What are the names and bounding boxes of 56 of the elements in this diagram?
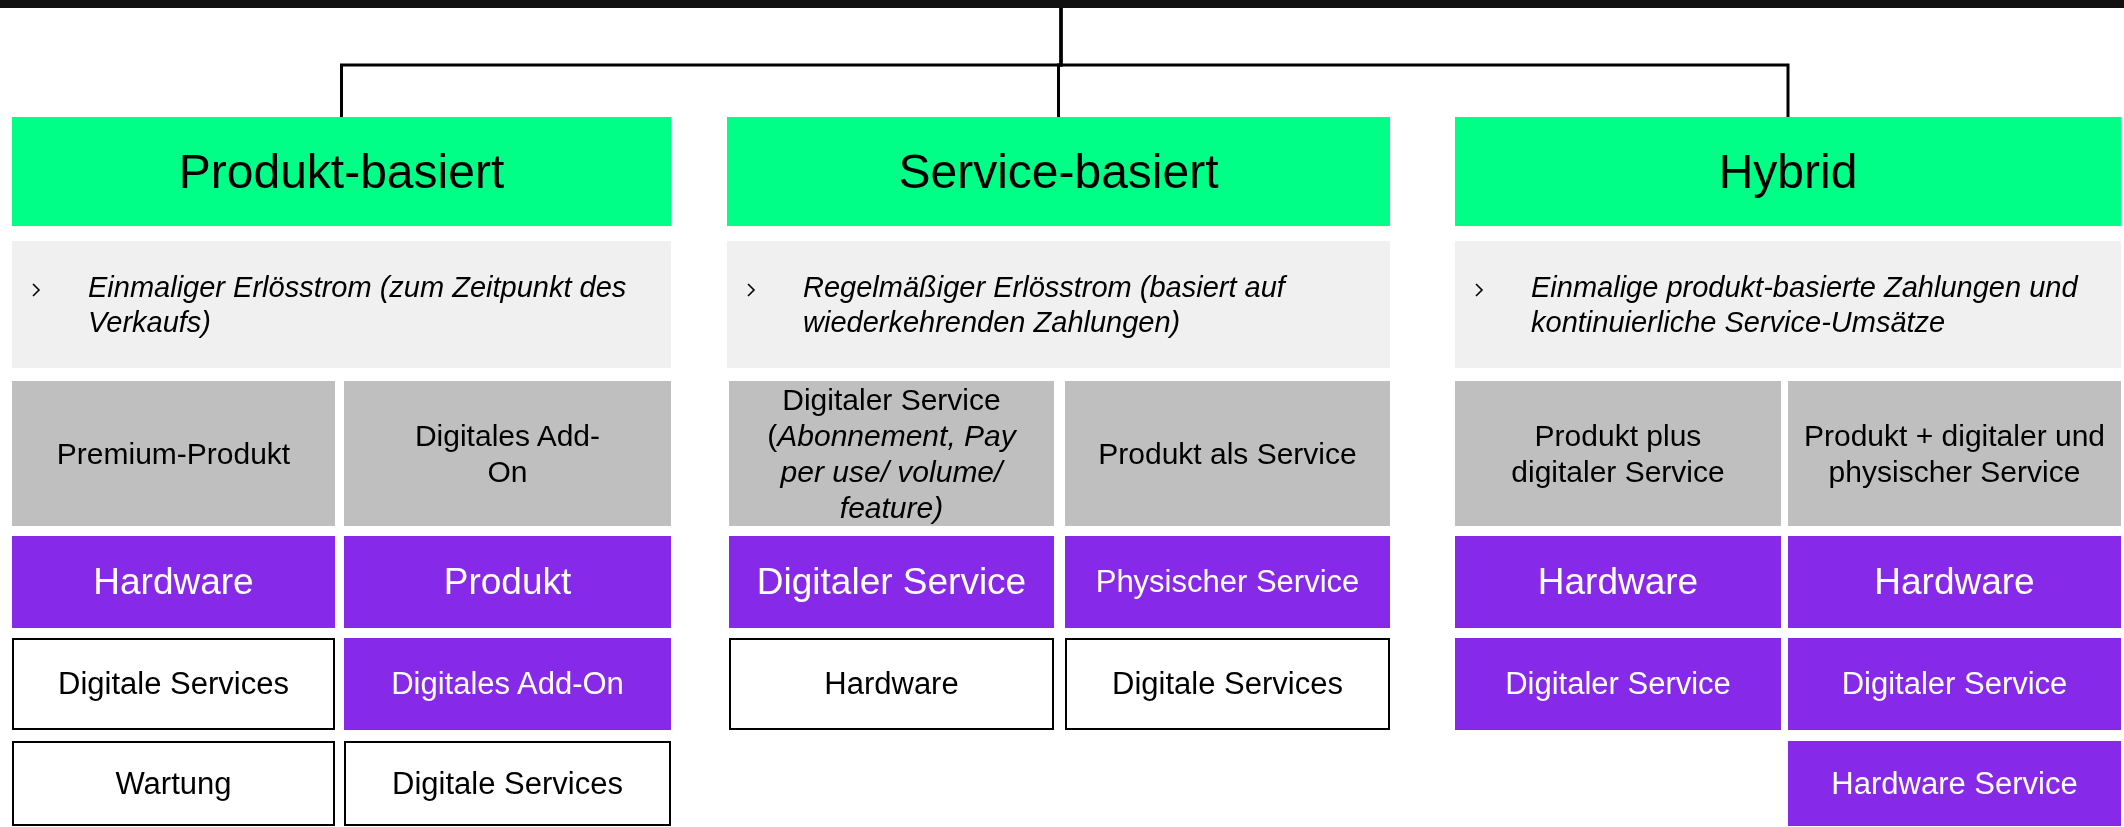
component-box	[729, 638, 1054, 730]
component-text: Hardware	[1874, 559, 2035, 604]
component-text: Hardware	[824, 665, 959, 703]
description-box	[727, 241, 1390, 368]
model-type-box	[1065, 381, 1390, 526]
component-box	[344, 536, 671, 628]
component-box	[1065, 638, 1390, 730]
component-text: Digitaler Service	[756, 559, 1027, 604]
component-box	[12, 536, 335, 628]
model-type-box	[1455, 381, 1781, 526]
category-header	[727, 117, 1390, 226]
component-text: Hardware Service	[1831, 764, 2078, 803]
component-box	[1065, 536, 1390, 628]
component-box	[1788, 536, 2121, 628]
component-text: Physischer Service	[1095, 563, 1360, 601]
component-box	[12, 741, 335, 826]
component-text: Produkt	[443, 559, 572, 604]
component-box	[729, 536, 1054, 628]
component-box	[1455, 638, 1781, 730]
component-box	[1455, 536, 1781, 628]
model-type-text: Produkt als Service	[1098, 435, 1357, 472]
component-box	[1788, 741, 2121, 826]
header-text: Produkt-basiert	[178, 143, 505, 200]
description-box	[12, 241, 671, 368]
model-type-text: Produkt plus digitaler Service	[1510, 417, 1726, 490]
description-text: Einmalige produkt-basierte Zahlungen und kontinuierliche Service-Umsätze	[1531, 269, 2080, 340]
model-type-box	[1788, 381, 2121, 526]
category-header	[12, 117, 671, 226]
component-text: Digitale Services	[392, 764, 623, 803]
component-box	[344, 741, 671, 826]
component-box	[12, 638, 335, 730]
model-type-text: Premium-Produkt	[56, 435, 291, 472]
header-text: Service-basiert	[898, 143, 1219, 200]
top-bar	[0, 0, 2124, 8]
component-text: Digitale Services	[1112, 665, 1343, 703]
model-type-box	[344, 381, 671, 526]
model-type-text: Produkt + digitaler und physischer Service	[1803, 417, 2106, 490]
component-text: Hardware	[93, 559, 254, 604]
component-text: Digitaler Service	[1505, 665, 1731, 703]
description-box	[1455, 241, 2121, 368]
connector-line	[1059, 8, 1790, 117]
header-text: Hybrid	[1718, 143, 1858, 200]
description-text: Regelmäßiger Erlösstrom (basiert auf wiederkehrenden Zahlungen)	[803, 269, 1382, 340]
model-type-box	[729, 381, 1054, 526]
component-text: Digitales Add-On	[391, 665, 624, 703]
model-type-text: Digitaler Service (Abonnement, Pay per use/ volume/ feature)	[766, 381, 1018, 526]
component-text: Hardware	[1537, 559, 1699, 604]
component-text: Digitale Services	[58, 665, 289, 703]
component-box	[1788, 638, 2121, 730]
description-text: Einmaliger Erlösstrom (zum Zeitpunkt des Verkaufs)	[88, 269, 628, 340]
category-header	[1455, 117, 2121, 226]
component-text: Digitaler Service	[1841, 665, 2068, 703]
component-text: Wartung	[115, 764, 232, 803]
model-type-box	[12, 381, 335, 526]
component-box	[344, 638, 671, 730]
model-type-text: Digitales Add-On	[413, 417, 602, 490]
